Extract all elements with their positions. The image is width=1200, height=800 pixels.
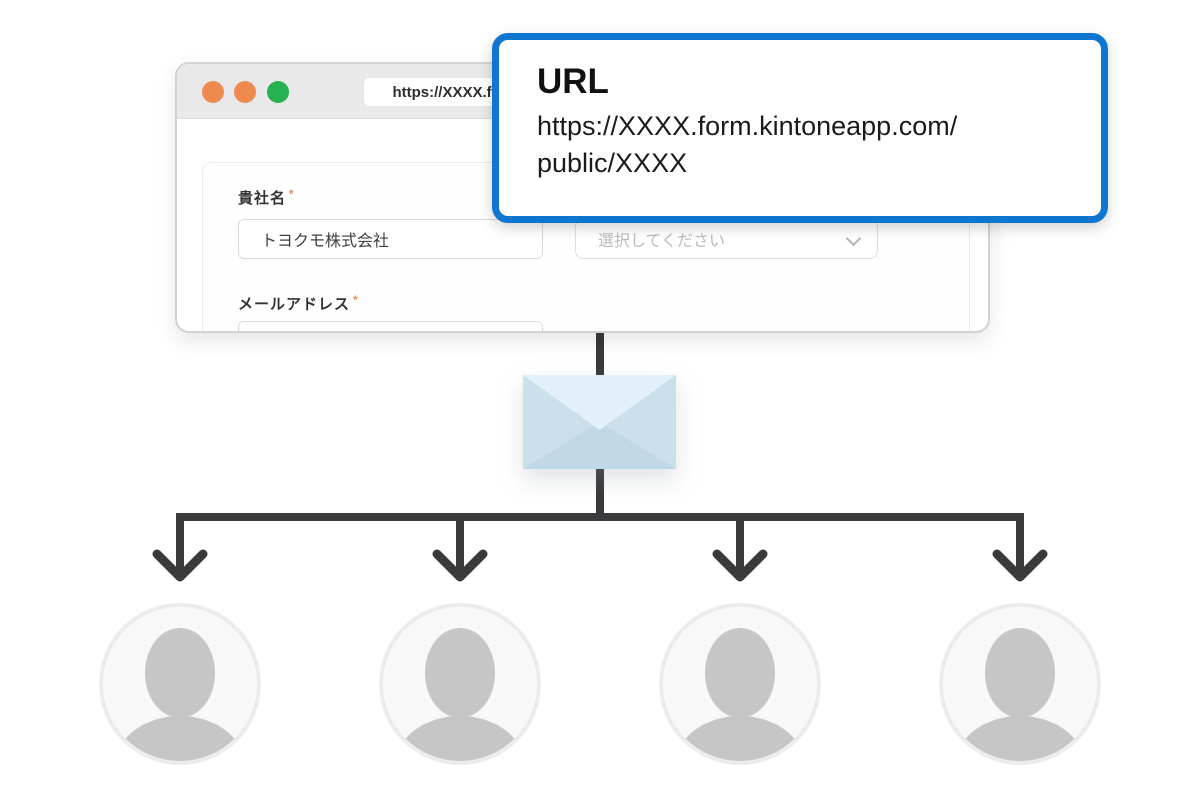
recipient-avatar [99, 603, 261, 765]
recipient-avatar [939, 603, 1101, 765]
callout-url: https://XXXX.form.kintoneapp.com/ public… [537, 111, 958, 178]
email-label: メールアドレス* [238, 293, 359, 313]
category-select[interactable]: 選択してください [575, 219, 878, 259]
recipient-avatar [379, 603, 541, 765]
required-mark: * [289, 187, 295, 201]
email-input[interactable] [238, 321, 543, 331]
person-silhouette-icon [676, 628, 804, 761]
callout-title: URL [537, 62, 609, 101]
arrowheads [152, 549, 1048, 582]
address-bar-url: https://XXXX.form [392, 83, 520, 101]
person-silhouette-icon [116, 628, 244, 761]
recipient-avatar [659, 603, 821, 765]
company-name-value: トヨクモ株式会社 [261, 233, 390, 250]
window-dot-icon [267, 81, 289, 103]
company-name-label: 貴社名* [238, 187, 295, 207]
window-dot-icon [202, 81, 224, 103]
select-placeholder: 選択してください [598, 233, 726, 250]
required-mark: * [353, 293, 359, 307]
envelope-icon [523, 375, 676, 469]
url-callout: URL https://XXXX.form.kintoneapp.com/ pu… [492, 33, 1108, 223]
window-dot-icon [234, 81, 256, 103]
person-silhouette-icon [396, 628, 524, 761]
company-name-input[interactable]: トヨクモ株式会社 [238, 219, 543, 259]
person-silhouette-icon [956, 628, 1084, 761]
chevron-down-icon [845, 230, 862, 247]
